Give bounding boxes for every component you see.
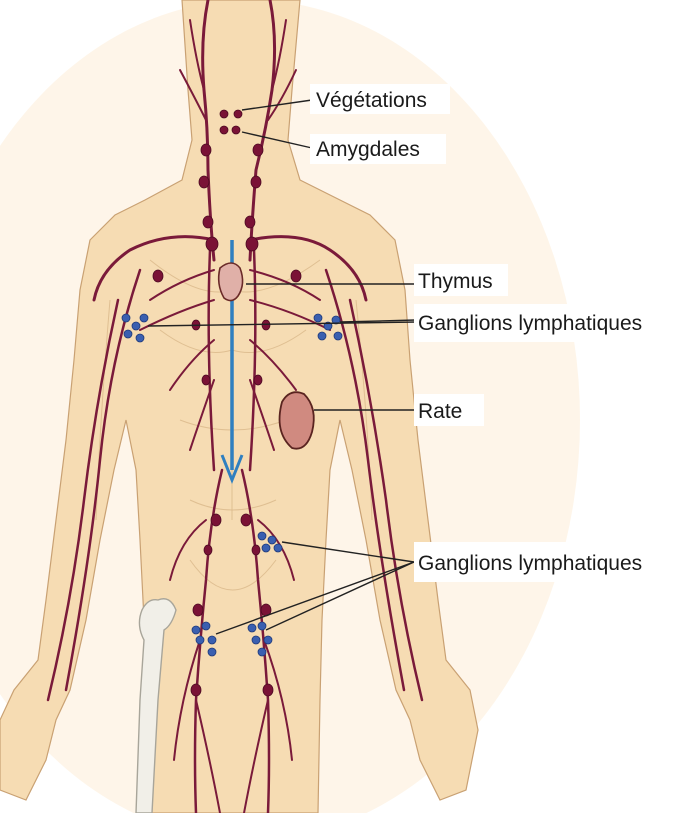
label-thymus: Thymus — [418, 270, 493, 293]
label-ganglions-upper: Ganglions lymphatiques — [418, 312, 642, 335]
thymus-organ — [219, 263, 243, 301]
spleen-organ — [280, 392, 314, 448]
label-ganglions-lower: Ganglions lymphatiques — [418, 552, 642, 575]
label-amygdales: Amygdales — [316, 138, 420, 161]
label-rate: Rate — [418, 400, 462, 423]
label-vegetations: Végétations — [316, 89, 427, 112]
